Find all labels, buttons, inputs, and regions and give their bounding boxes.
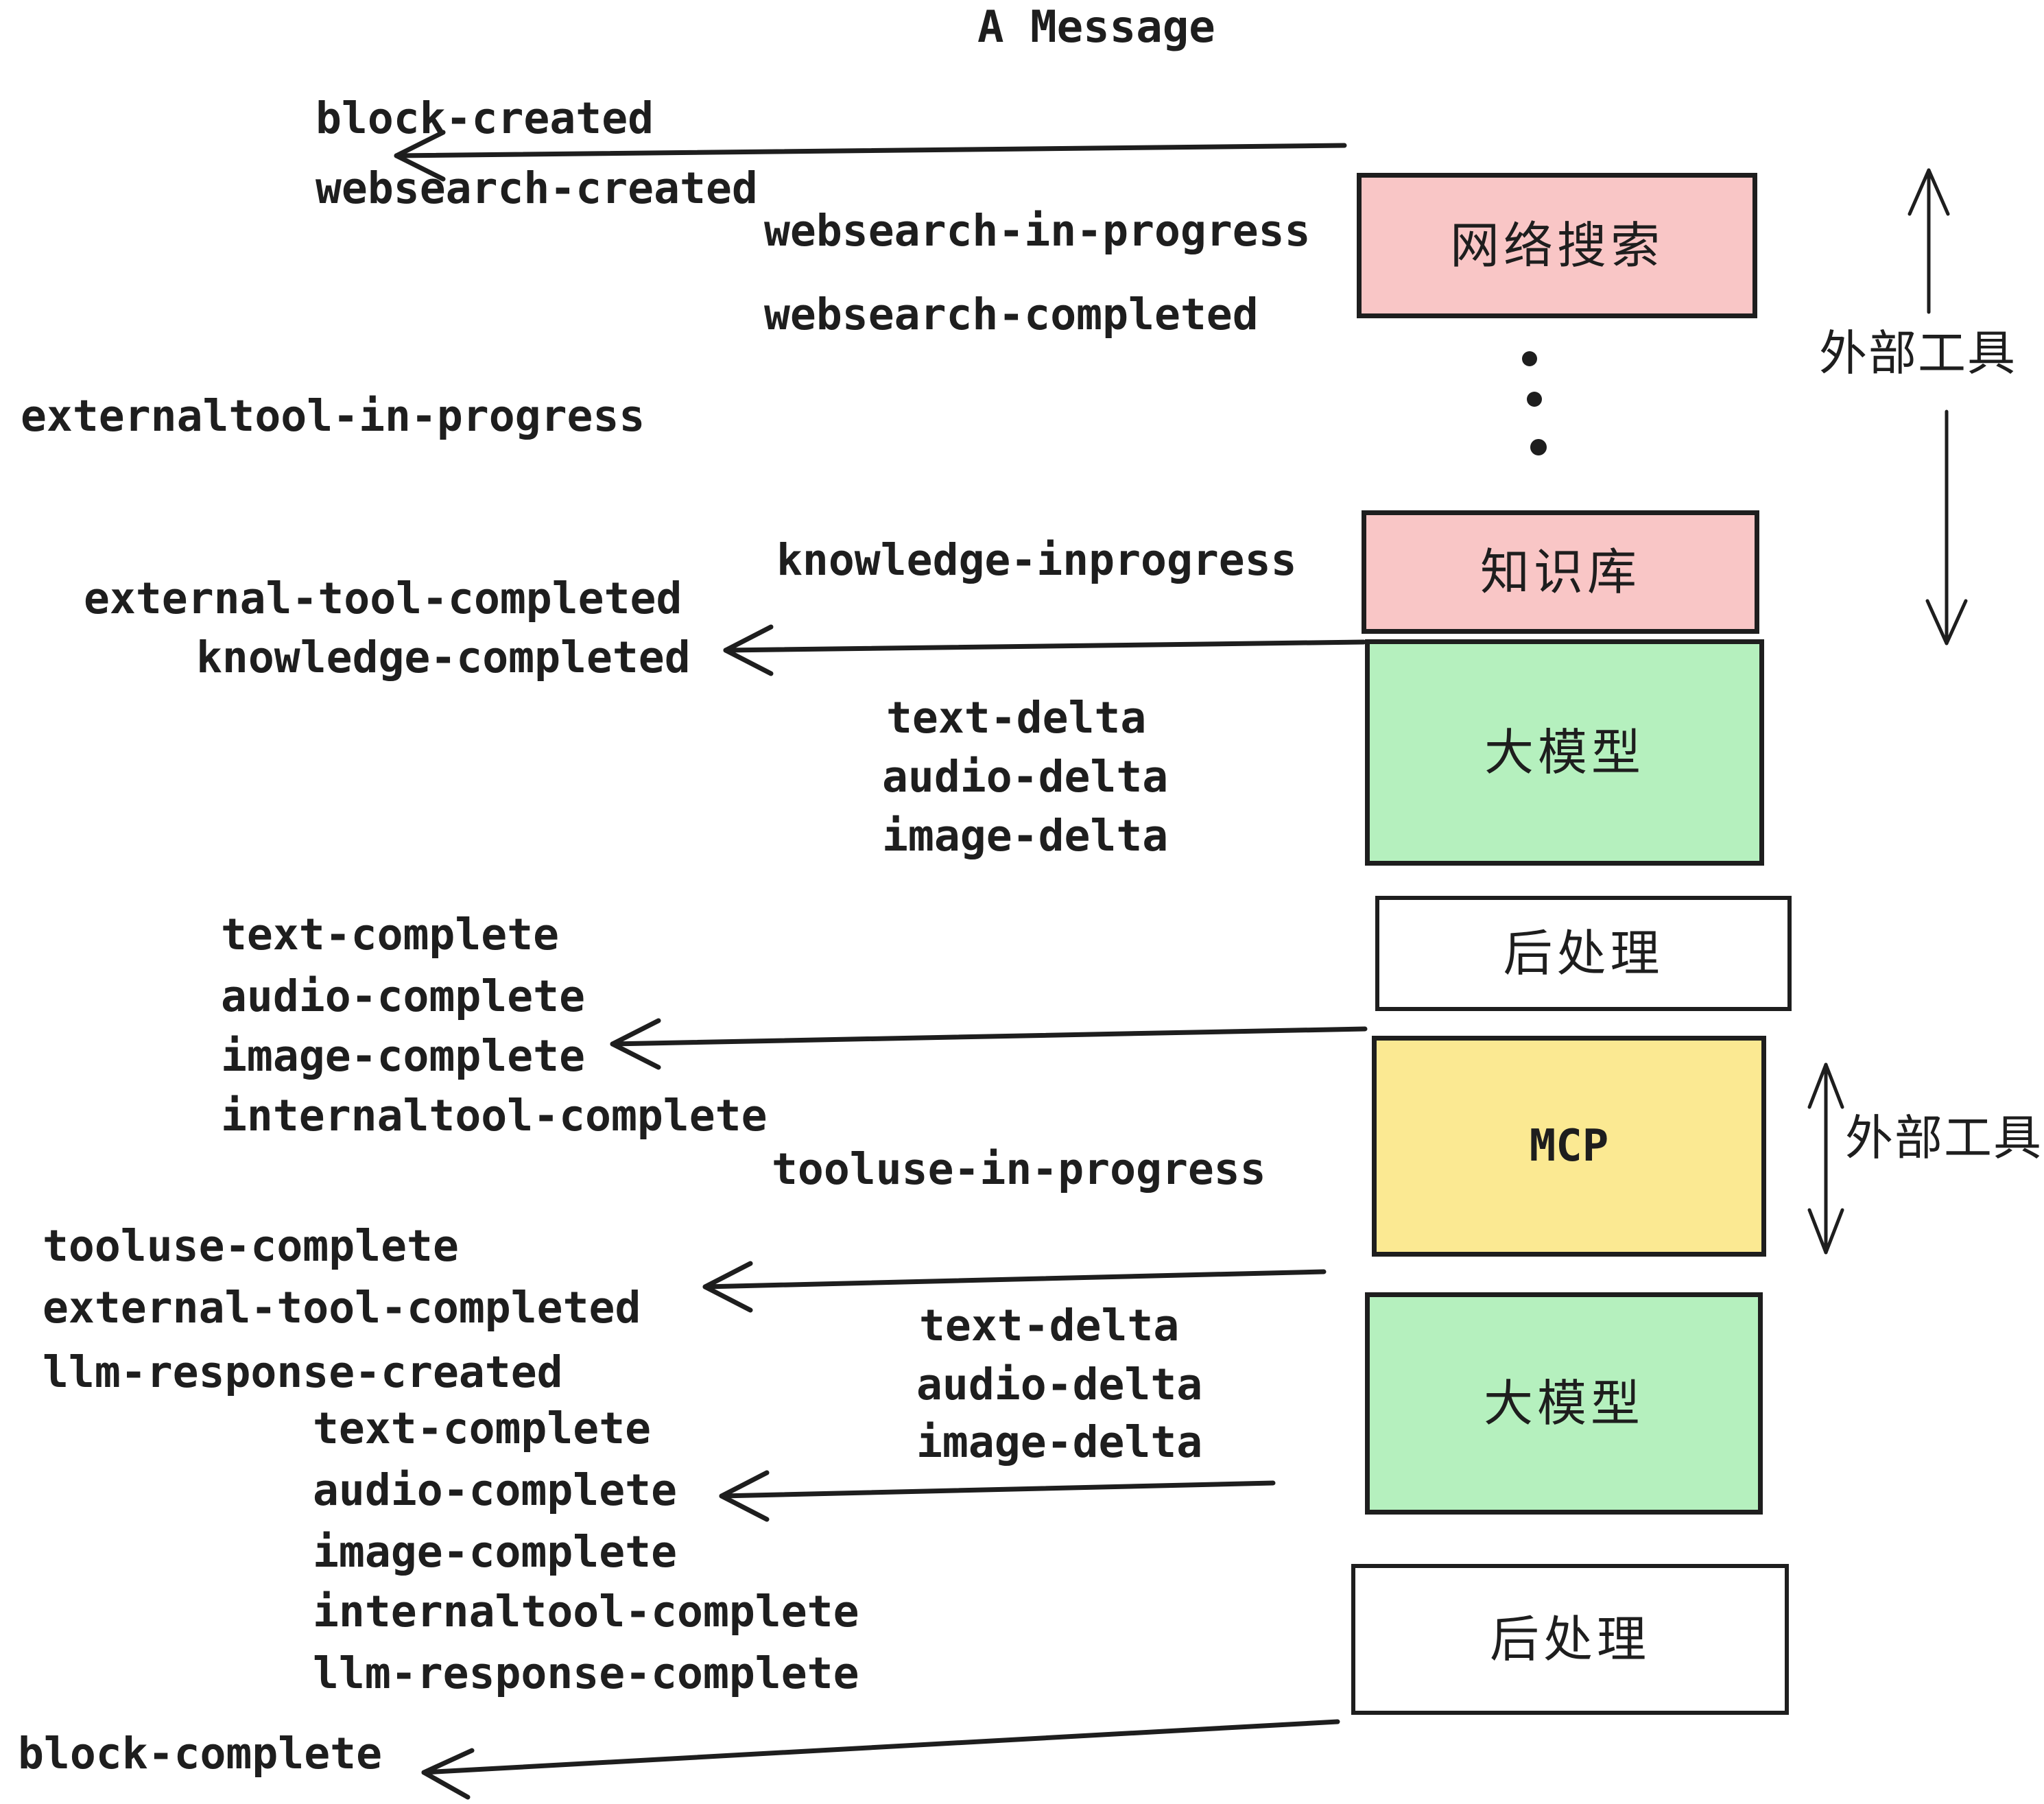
event-image-delta-1: image-delta — [882, 811, 1169, 861]
event-llm-response-complete: llm-response-complete — [313, 1648, 859, 1698]
event-llm-response-created: llm-response-created — [43, 1347, 563, 1397]
event-block-complete: block-complete — [18, 1729, 383, 1779]
event-tooluse-in-progress: tooluse-in-progress — [772, 1144, 1266, 1194]
event-text-delta-2: text-delta — [919, 1301, 1180, 1351]
llm-box-2-label: 大模型 — [1483, 1375, 1644, 1432]
external-tools-down-arrow — [1925, 410, 1968, 645]
external-tools-label-mcp: 外部工具 — [1845, 1110, 2043, 1166]
arrow-to-image-complete — [610, 1018, 1368, 1070]
llm-box-1: 大模型 — [1365, 639, 1764, 866]
websearch-box-label: 网络搜索 — [1449, 217, 1664, 274]
llm-box-2: 大模型 — [1365, 1292, 1763, 1515]
postprocess-box-1: 后处理 — [1375, 896, 1792, 1011]
websearch-box: 网络搜索 — [1357, 173, 1757, 318]
event-websearch-created: websearch-created — [316, 163, 758, 213]
knowledge-box-label: 知识库 — [1479, 543, 1641, 601]
event-websearch-completed: websearch-completed — [764, 289, 1259, 340]
event-websearch-in-progress: websearch-in-progress — [764, 206, 1311, 256]
event-audio-complete-1: audio-complete — [221, 971, 586, 1021]
postprocess-box-2-label: 后处理 — [1489, 1611, 1650, 1668]
postprocess-box-1-label: 后处理 — [1503, 925, 1664, 982]
arrow-to-audio-complete — [719, 1470, 1276, 1522]
mcp-box-label: MCP — [1529, 1121, 1609, 1172]
event-knowledge-completed: knowledge-completed — [196, 632, 691, 683]
event-image-delta-2: image-delta — [916, 1417, 1203, 1467]
ellipsis-dots — [1522, 351, 1547, 455]
event-image-complete-2: image-complete — [313, 1527, 678, 1577]
event-internaltool-complete-1: internaltool-complete — [221, 1091, 768, 1141]
page-title: A Message — [977, 2, 1215, 53]
event-internaltool-complete-2: internaltool-complete — [313, 1587, 859, 1637]
mcp-external-tools-double-arrow — [1807, 1063, 1844, 1255]
postprocess-box-2: 后处理 — [1351, 1564, 1789, 1715]
event-external-tool-completed-2: external-tool-completed — [43, 1283, 641, 1333]
arrow-to-block-complete — [421, 1719, 1340, 1800]
mcp-box: MCP — [1372, 1036, 1766, 1257]
event-audio-complete-2: audio-complete — [313, 1465, 678, 1515]
knowledge-box: 知识库 — [1362, 510, 1759, 634]
event-tooluse-complete: tooluse-complete — [43, 1221, 459, 1271]
llm-box-1-label: 大模型 — [1484, 724, 1645, 781]
external-tools-up-arrow — [1908, 168, 1950, 314]
event-audio-delta-1: audio-delta — [882, 752, 1169, 802]
event-text-complete-1: text-complete — [221, 910, 560, 960]
event-externaltool-in-progress: externaltool-in-progress — [21, 391, 645, 441]
event-text-complete-2: text-complete — [313, 1403, 652, 1453]
event-knowledge-inprogress: knowledge-inprogress — [776, 535, 1297, 585]
event-text-delta-1: text-delta — [886, 693, 1147, 743]
arrow-to-knowledge-completed — [723, 624, 1366, 676]
event-image-complete-1: image-complete — [221, 1031, 586, 1081]
event-audio-delta-2: audio-delta — [916, 1360, 1203, 1410]
event-external-tool-completed-1: external-tool-completed — [84, 573, 682, 624]
event-block-created: block-created — [316, 93, 654, 143]
external-tools-label-top: 外部工具 — [1819, 325, 2017, 381]
